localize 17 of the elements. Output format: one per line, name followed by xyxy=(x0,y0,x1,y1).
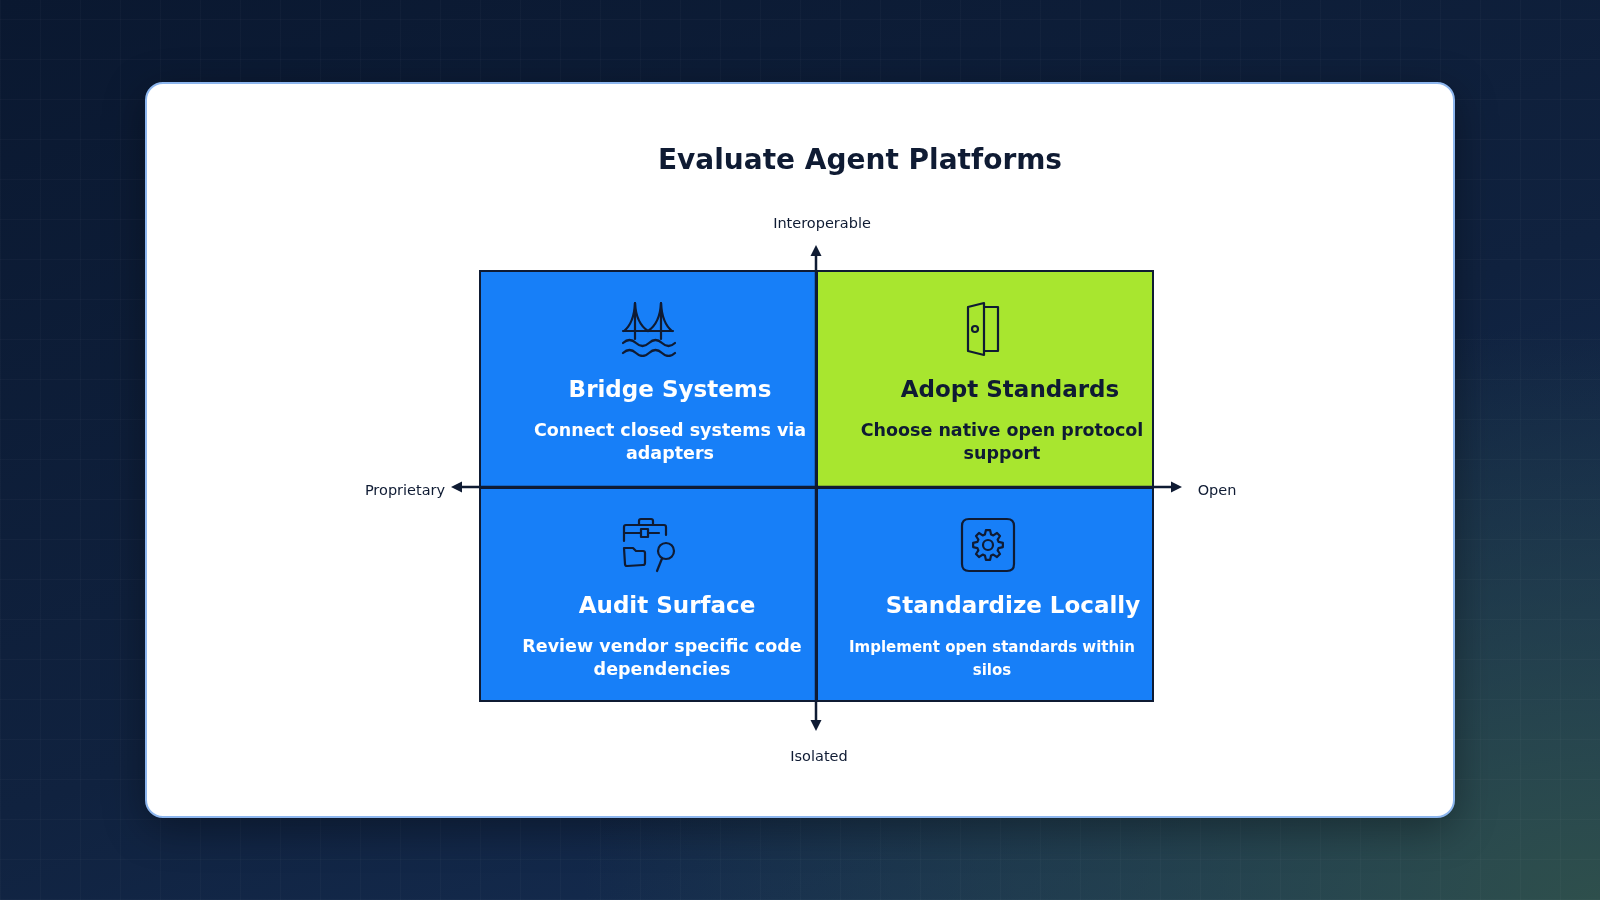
quadrant-description: Connect closed systems via adapters xyxy=(532,419,808,465)
quadrant-description: Review vendor specific code dependencies xyxy=(521,635,803,681)
quadrant-panel xyxy=(479,270,817,488)
diagram-title: Evaluate Agent Platforms xyxy=(657,143,1063,176)
axis-label: Open xyxy=(1197,482,1237,498)
quadrant-description: Implement open standards within silos xyxy=(848,637,1136,681)
quadrant-panel xyxy=(479,487,817,702)
axis-label: Isolated xyxy=(790,748,848,764)
quadrant-title: Standardize Locally xyxy=(885,592,1141,620)
quadrant-panel xyxy=(816,487,1154,702)
axis-label: Proprietary xyxy=(364,482,446,498)
quadrant-title: Audit Surface xyxy=(578,592,756,620)
quadrant-title: Bridge Systems xyxy=(568,376,772,404)
quadrant-title: Adopt Standards xyxy=(900,376,1120,404)
quadrant-description: Choose native open protocol support xyxy=(859,419,1145,465)
axis-label: Interoperable xyxy=(773,215,871,231)
quadrant-panel xyxy=(816,270,1154,488)
